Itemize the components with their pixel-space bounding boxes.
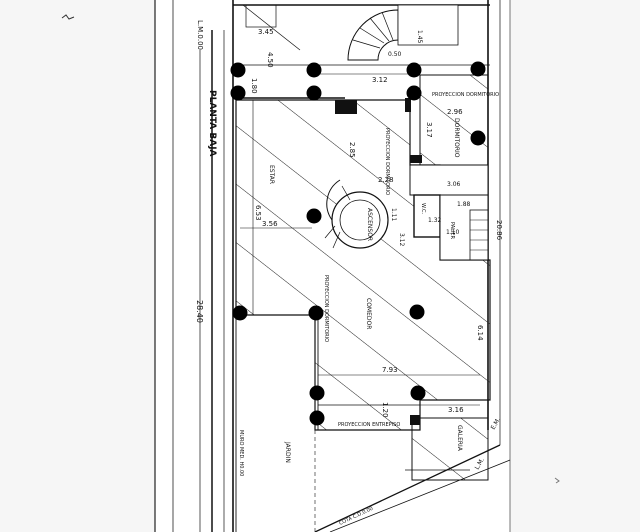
dimension-label: 1.88 — [457, 201, 471, 208]
room-label-galeria: GALERIA — [456, 425, 463, 452]
municipal-line-label: L.M.0.00 — [196, 20, 204, 50]
dimension-label: 2.85 — [348, 142, 356, 158]
dimension-label: 1.80 — [250, 78, 258, 94]
dimension-label: 3.56 — [262, 220, 278, 228]
dimension-label: 3.12 — [372, 76, 388, 84]
galeria-area — [411, 417, 489, 481]
column-dot — [232, 305, 248, 321]
room-label-dormitorio-projection: PROYECCION DORMITORIO — [432, 92, 499, 98]
dimension-label: 4.50 — [266, 52, 274, 68]
stair-diagonal — [242, 4, 301, 51]
room-label-palier: PALIER — [449, 222, 455, 240]
right-depth-dimension: 20.86 — [495, 220, 503, 241]
column-dot — [309, 410, 325, 426]
spiral-stair-handrail — [326, 179, 341, 221]
dimension-label: 6.53 — [254, 205, 262, 221]
palier-stair — [469, 209, 489, 261]
stair-tread — [352, 39, 381, 49]
stair-tread — [324, 225, 336, 239]
dimension-label: 3.16 — [448, 406, 464, 414]
dormitorio-room — [419, 74, 489, 166]
room-label-estar: ESTAR — [268, 165, 275, 184]
dormitorio-projection-label: PROYECCION DORMITORIO — [323, 275, 329, 342]
stair-tread — [369, 17, 390, 42]
column-dot — [406, 85, 422, 101]
column-dot — [470, 61, 486, 77]
dimension-label: 6.14 — [476, 325, 484, 341]
total-depth-dimension: 28.40 — [195, 300, 204, 323]
dimension-label: 2.96 — [447, 108, 463, 116]
column-dot — [306, 62, 322, 78]
dimension-label: 1.32 — [428, 217, 442, 224]
dimension-label: 3.17 — [425, 122, 433, 138]
party-wall-label: MURO MED. H0.00 — [238, 430, 244, 476]
spiral-stair-core — [339, 199, 381, 241]
column-dot — [306, 208, 322, 224]
dimension-label: 3.12 — [398, 233, 405, 247]
upper-spiral-stair — [347, 9, 399, 61]
scan-mark — [61, 14, 75, 20]
dimension-label: 1.10 — [446, 229, 460, 236]
wall-block — [405, 98, 411, 112]
dimension-label: 3.06 — [447, 181, 461, 188]
plan-title: PLANTA BAJA — [207, 90, 217, 157]
column-dot — [230, 62, 246, 78]
dimension-label: 1.20 — [381, 402, 389, 418]
upper-stair-landing — [397, 4, 459, 46]
column-dot — [410, 385, 426, 401]
upper-room-box — [245, 4, 277, 28]
room-label-dormitorio: DORMITORIO — [453, 118, 460, 158]
column-dot — [306, 85, 322, 101]
columns — [230, 61, 486, 426]
dimension-label: 2.28 — [378, 176, 394, 184]
dimension-label: 7.93 — [382, 366, 398, 374]
column-dot — [406, 62, 422, 78]
wall-block — [335, 100, 357, 114]
column-dot — [309, 385, 325, 401]
front-property-line — [314, 444, 501, 532]
dimension-label: 0.50 — [388, 51, 402, 58]
column-dot — [470, 130, 486, 146]
wall-block — [410, 155, 422, 163]
dimension-label: 1.45 — [416, 30, 423, 44]
dimension-label: 1.11 — [390, 208, 397, 222]
column-dot — [230, 85, 246, 101]
scan-mark — [554, 477, 560, 484]
stair-tread — [359, 27, 385, 44]
room-label-jardin: JARDIN — [284, 441, 291, 463]
sidewalk-line — [329, 459, 511, 532]
toilette-room — [413, 194, 441, 238]
stair-tread — [381, 11, 394, 41]
column-dot — [308, 305, 324, 321]
service-room — [409, 164, 489, 196]
room-label-toilette: W.C. — [420, 203, 426, 214]
stair-tread — [341, 185, 351, 201]
dormitorio-projection-label-upper: PROYECCION DORMITORIO — [384, 128, 390, 195]
column-dot — [409, 304, 425, 320]
entrepiso-projection-label: PROYECCION ENTREPISO — [338, 422, 400, 428]
room-label-ascensor: ASCENSOR — [366, 208, 373, 241]
stair-tread — [332, 231, 341, 249]
dimension-label: 3.45 — [258, 28, 274, 36]
room-label-comedor: COMEDOR — [365, 298, 372, 329]
